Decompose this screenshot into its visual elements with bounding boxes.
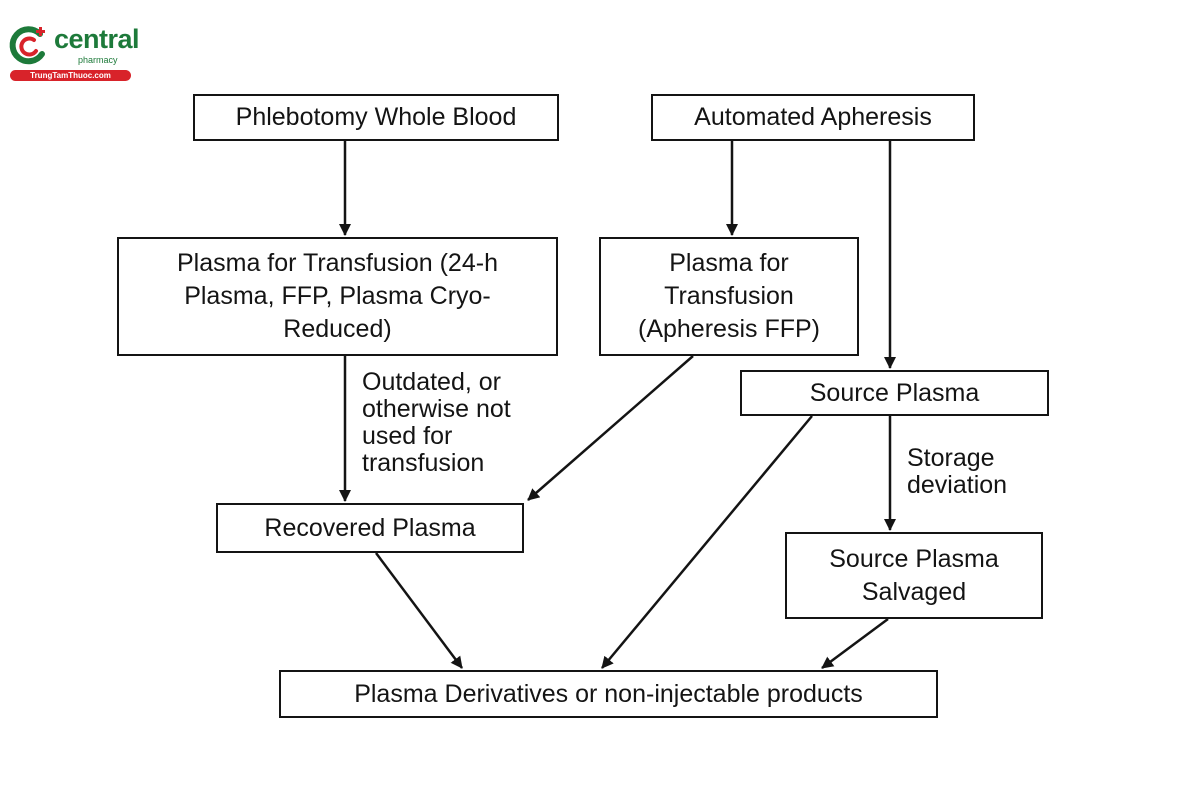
node-recovered-plasma: Recovered Plasma	[216, 503, 524, 553]
central-pharmacy-logo: central pharmacy TrungTamThuoc.com	[6, 22, 140, 82]
node-plasma-derivatives: Plasma Derivatives or non-injectable pro…	[279, 670, 938, 718]
node-source-plasma: Source Plasma	[740, 370, 1049, 416]
edge-salvaged-to-derivatives	[821, 617, 889, 670]
edge-label-storage-deviation: Storage deviation	[907, 444, 1008, 499]
node-source-plasma-salvaged: Source Plasma Salvaged	[785, 532, 1043, 619]
logo-url: TrungTamThuoc.com	[10, 70, 131, 81]
edge-source-plasma-to-derivatives	[601, 415, 813, 669]
node-plasma-transfusion-apheresis: Plasma for Transfusion (Apheresis FFP)	[599, 237, 859, 356]
node-automated-apheresis: Automated Apheresis	[651, 94, 975, 141]
edge-apheresis-ffp-to-recovered	[527, 355, 694, 501]
edge-recovered-to-derivatives	[374, 552, 464, 669]
logo-subtitle: pharmacy	[78, 55, 118, 65]
edge-label-outdated: Outdated, or otherwise not used for tran…	[362, 368, 511, 477]
logo-mark-icon	[9, 26, 45, 65]
logo-name: central	[54, 24, 140, 54]
node-plasma-transfusion-whole-blood: Plasma for Transfusion (24-h Plasma, FFP…	[117, 237, 558, 356]
node-phlebotomy-whole-blood: Phlebotomy Whole Blood	[193, 94, 559, 141]
